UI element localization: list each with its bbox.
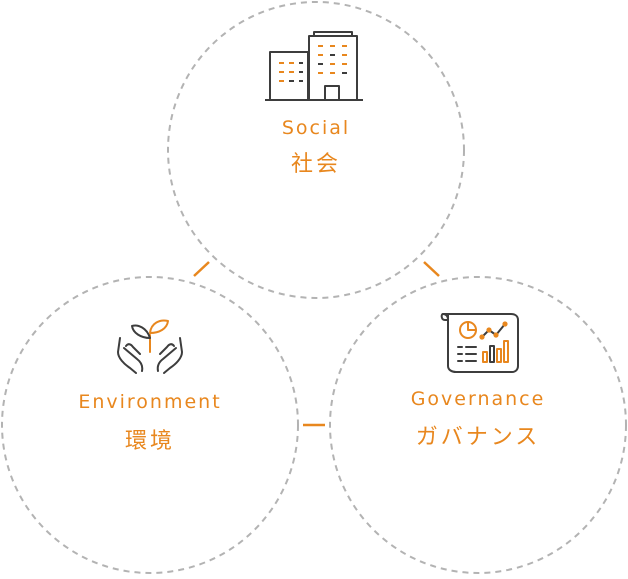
environment-circle <box>1 276 299 574</box>
governance-label-ja: ガバナンス <box>415 425 541 450</box>
governance-circle <box>329 276 627 574</box>
social-label-ja: 社会 <box>290 152 341 177</box>
social-label-en: Social <box>281 117 351 139</box>
environment-label-en: Environment <box>78 391 222 413</box>
office-building-icon <box>265 31 363 101</box>
connector-social-environment <box>193 261 210 277</box>
environment-label-ja: 環境 <box>124 429 175 454</box>
report-chart-icon <box>440 313 519 373</box>
hands-sprout-icon <box>117 319 183 374</box>
connector-social-governance <box>423 261 440 277</box>
social-circle <box>167 1 465 299</box>
governance-label-en: Governance <box>410 388 546 410</box>
